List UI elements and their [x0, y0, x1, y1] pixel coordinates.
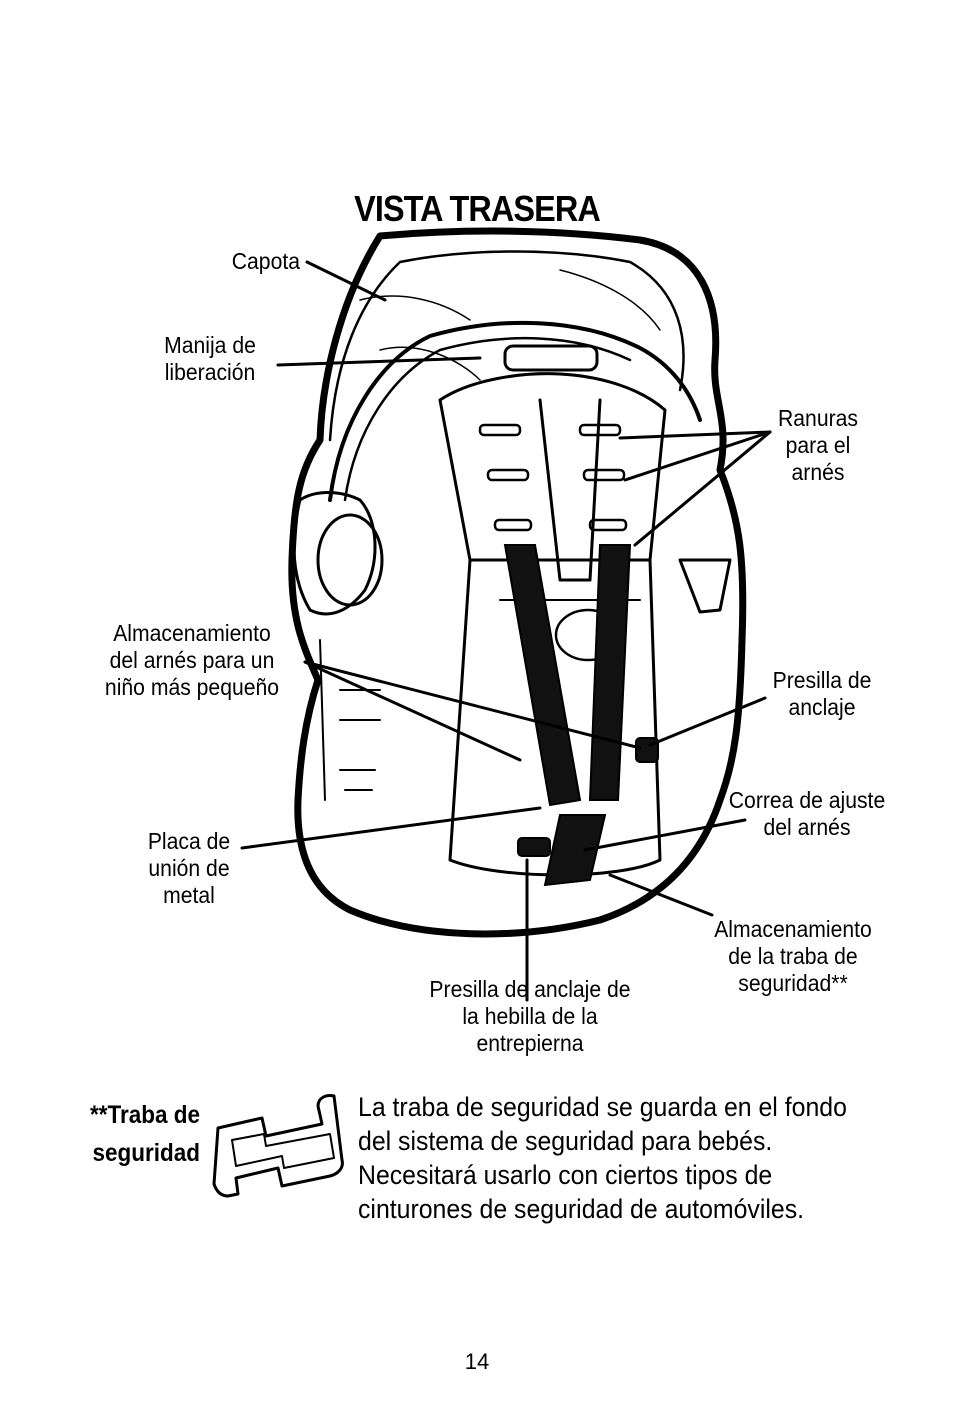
locking-clip-icon: [212, 1094, 344, 1198]
leader-ranuras-1: [618, 430, 772, 440]
label-correa-de-ajuste: Correa de ajuste del arnés: [728, 787, 886, 840]
leader-ranuras-2: [623, 430, 772, 482]
page-title: VISTA TRASERA: [354, 188, 601, 229]
crotch-buckle-clip: [517, 837, 551, 857]
label-presilla-de-anclaje: Presilla de anclaje: [772, 667, 872, 720]
harness-adjust-strap: [543, 814, 607, 887]
label-manija-de-liberacion: Manija de liberación: [164, 332, 256, 385]
leader-correa: [583, 818, 747, 852]
locking-clip-description: La traba de seguridad se guarda en el fo…: [358, 1092, 847, 1224]
harness-strap-left: [503, 544, 582, 807]
leader-almacenamiento-2: [303, 660, 642, 750]
label-ranuras-para-el-arnes: Ranuras para el arnés: [778, 405, 858, 485]
leader-presilla: [648, 696, 767, 747]
leader-traba: [608, 873, 714, 917]
label-capota: Capota: [231, 248, 300, 274]
harness-strap-right: [588, 544, 632, 801]
seat-outer-shell: [288, 227, 747, 938]
page-number: 14: [464, 1349, 490, 1374]
seat-back: [438, 372, 667, 562]
leader-capota: [305, 260, 387, 302]
label-placa-de-union: Placa de unión de metal: [147, 828, 231, 908]
leader-manija: [276, 356, 482, 367]
leader-almacenamiento-1: [303, 660, 522, 762]
leader-placa: [240, 806, 542, 850]
release-handle: [328, 320, 702, 502]
canopy: [328, 250, 685, 442]
label-presilla-de-la-hebilla: Presilla de anclaje de la hebilla de la …: [429, 976, 631, 1056]
label-almacenamiento-de-la-traba: Almacenamiento de la traba de seguridad*…: [714, 916, 872, 996]
leader-ranuras-3: [633, 430, 772, 547]
locking-clip-title: **Traba de seguridad: [89, 1101, 200, 1167]
label-almacenamiento-del-arnes: Almacenamiento del arnés para un niño má…: [104, 620, 280, 700]
